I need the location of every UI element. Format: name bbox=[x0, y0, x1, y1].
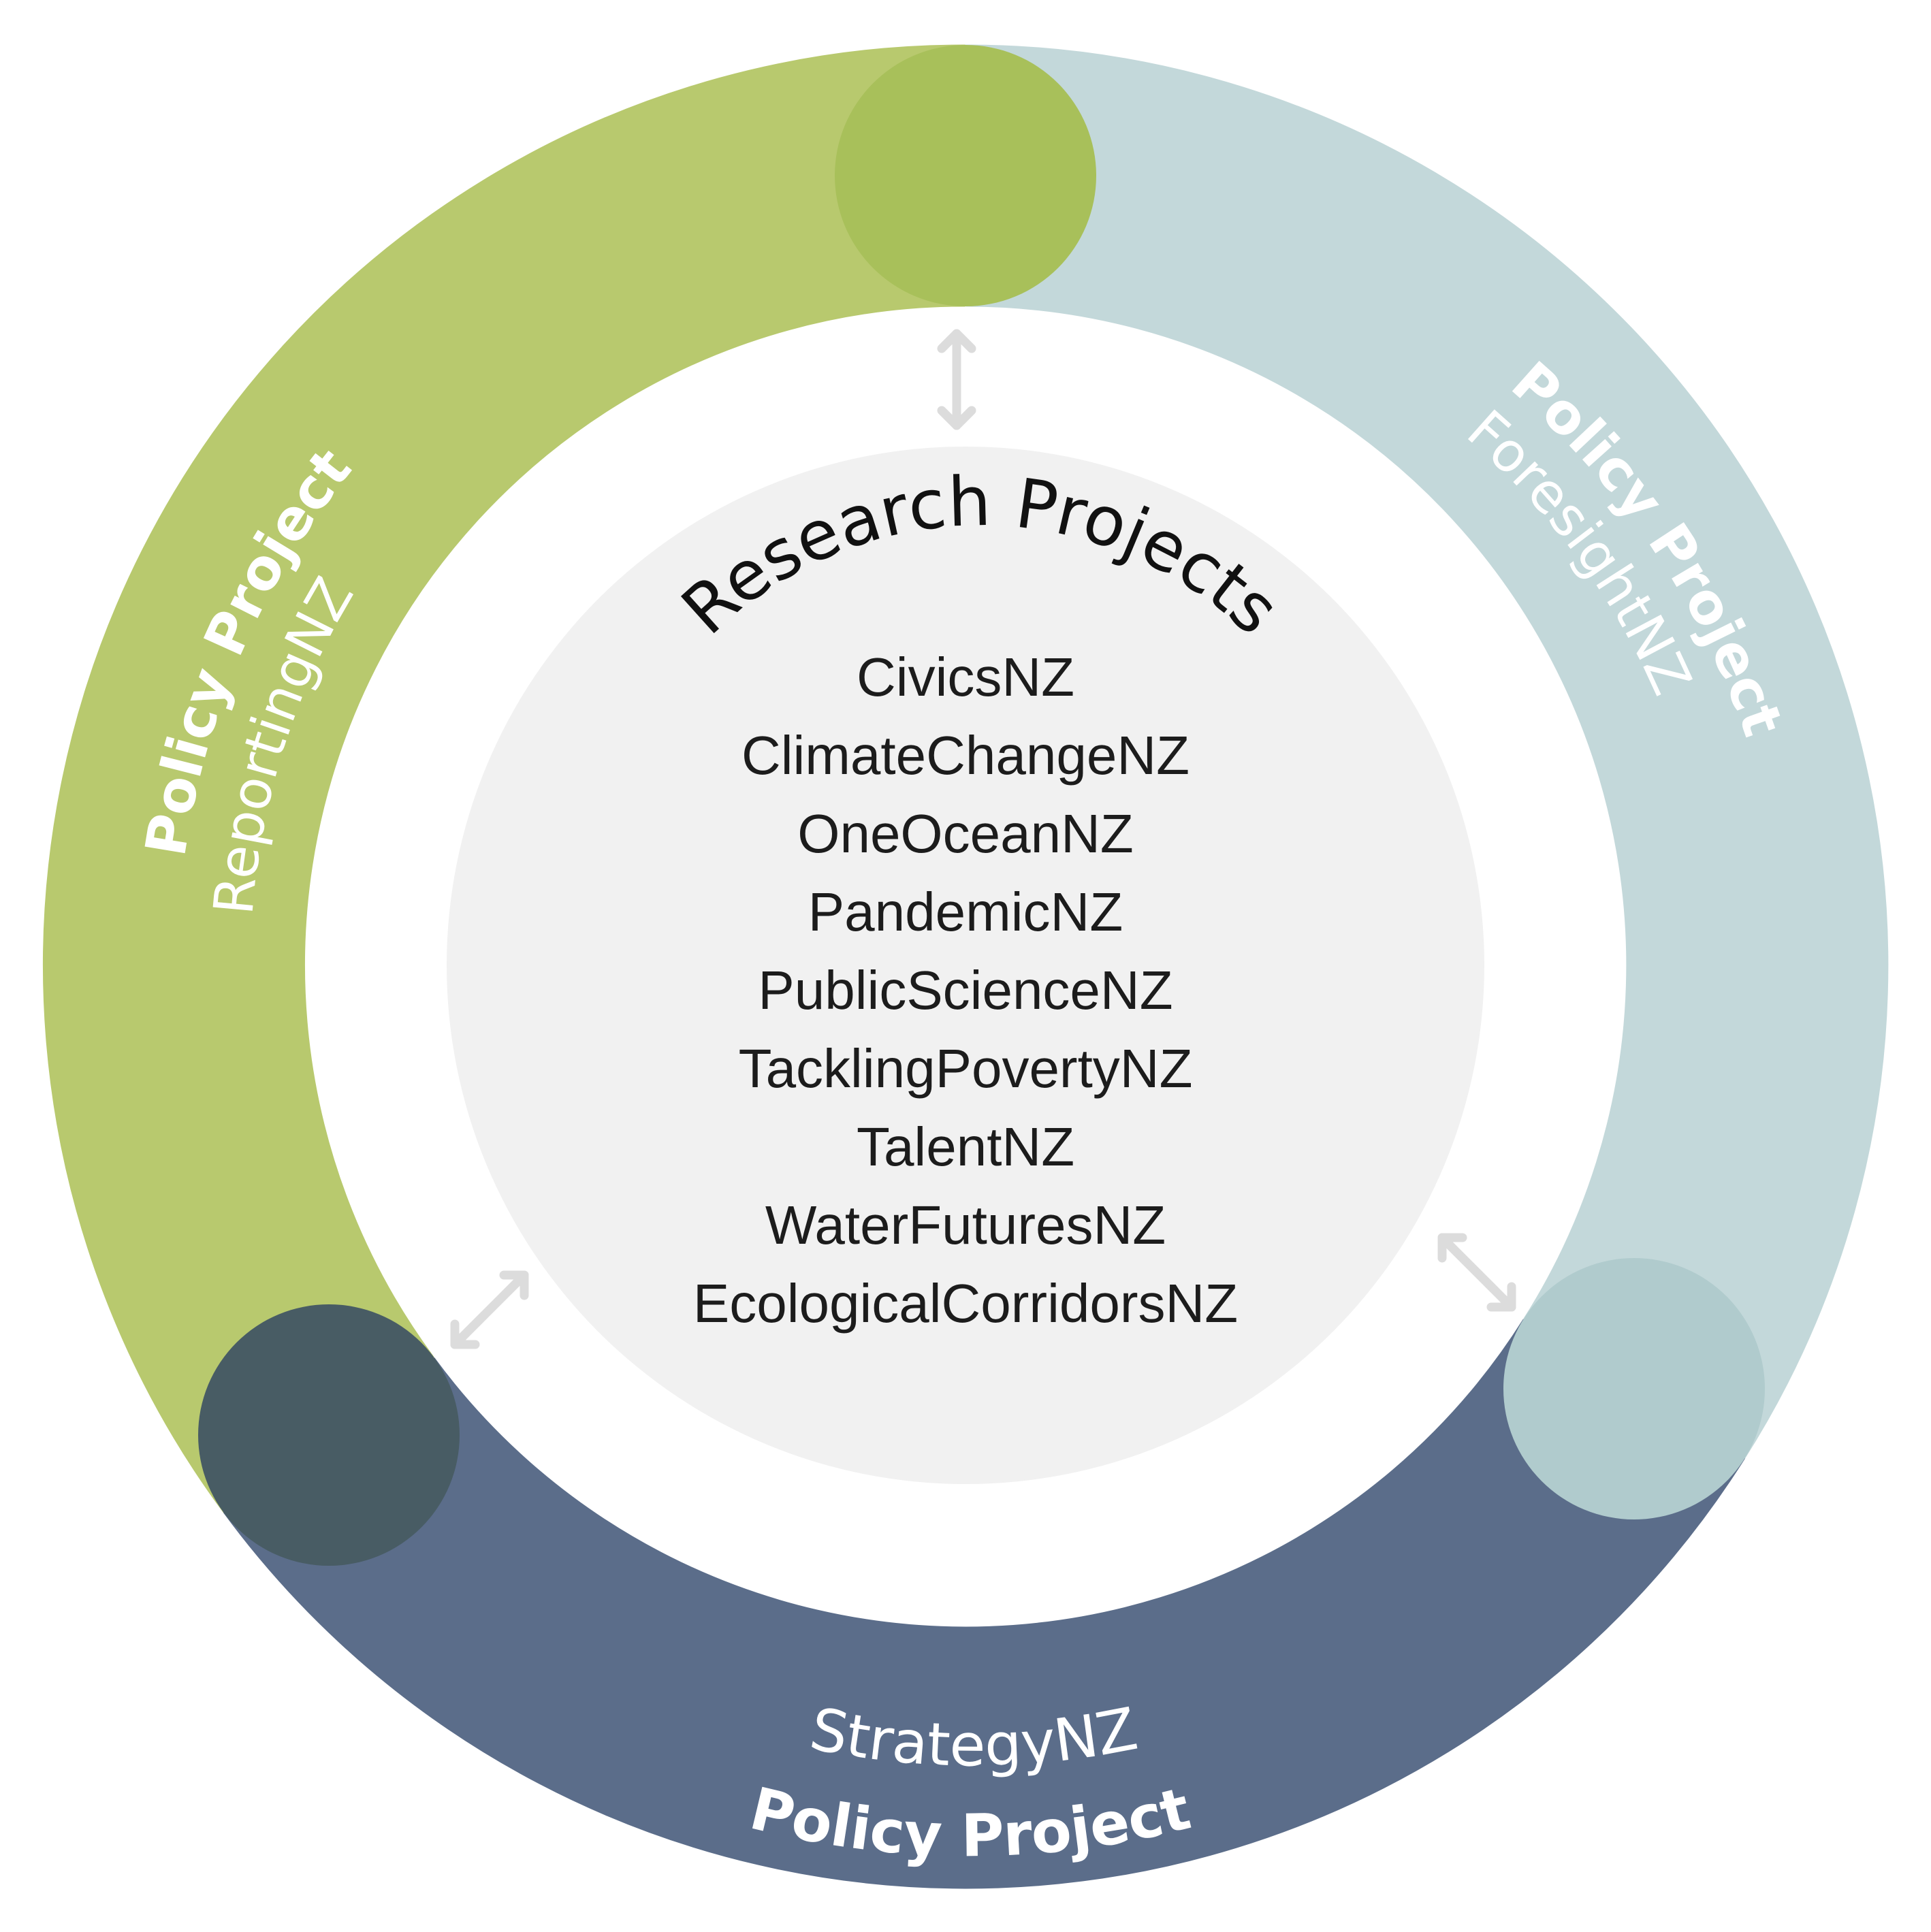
research-project-item: OneOceanNZ bbox=[797, 803, 1134, 864]
segment-foresightnz bbox=[965, 44, 1889, 1460]
research-project-item: ClimateChangeNZ bbox=[741, 725, 1190, 786]
segment-reportingnz bbox=[42, 44, 966, 1513]
research-project-item: PublicScienceNZ bbox=[758, 960, 1172, 1020]
segment-strategynz bbox=[223, 1319, 1745, 1889]
double-arrow-icon bbox=[450, 1270, 529, 1349]
research-project-item: TacklingPovertyNZ bbox=[739, 1038, 1193, 1099]
research-projects-circle bbox=[447, 447, 1484, 1484]
node-bottom-left bbox=[198, 1304, 460, 1566]
research-project-item: WaterFuturesNZ bbox=[765, 1195, 1166, 1255]
double-arrow-icon bbox=[937, 329, 976, 430]
node-bottom-right bbox=[1503, 1258, 1765, 1519]
node-top bbox=[835, 45, 1096, 306]
research-project-item: EcologicalCorridorsNZ bbox=[693, 1273, 1238, 1334]
research-project-item: TalentNZ bbox=[857, 1116, 1074, 1177]
double-arrow-icon bbox=[1437, 1233, 1516, 1312]
research-project-list: CivicsNZ ClimateChangeNZ OneOceanNZ Pandemi… bbox=[693, 647, 1238, 1334]
research-project-item: PandemicNZ bbox=[808, 882, 1123, 942]
research-project-item: CivicsNZ bbox=[857, 647, 1074, 707]
